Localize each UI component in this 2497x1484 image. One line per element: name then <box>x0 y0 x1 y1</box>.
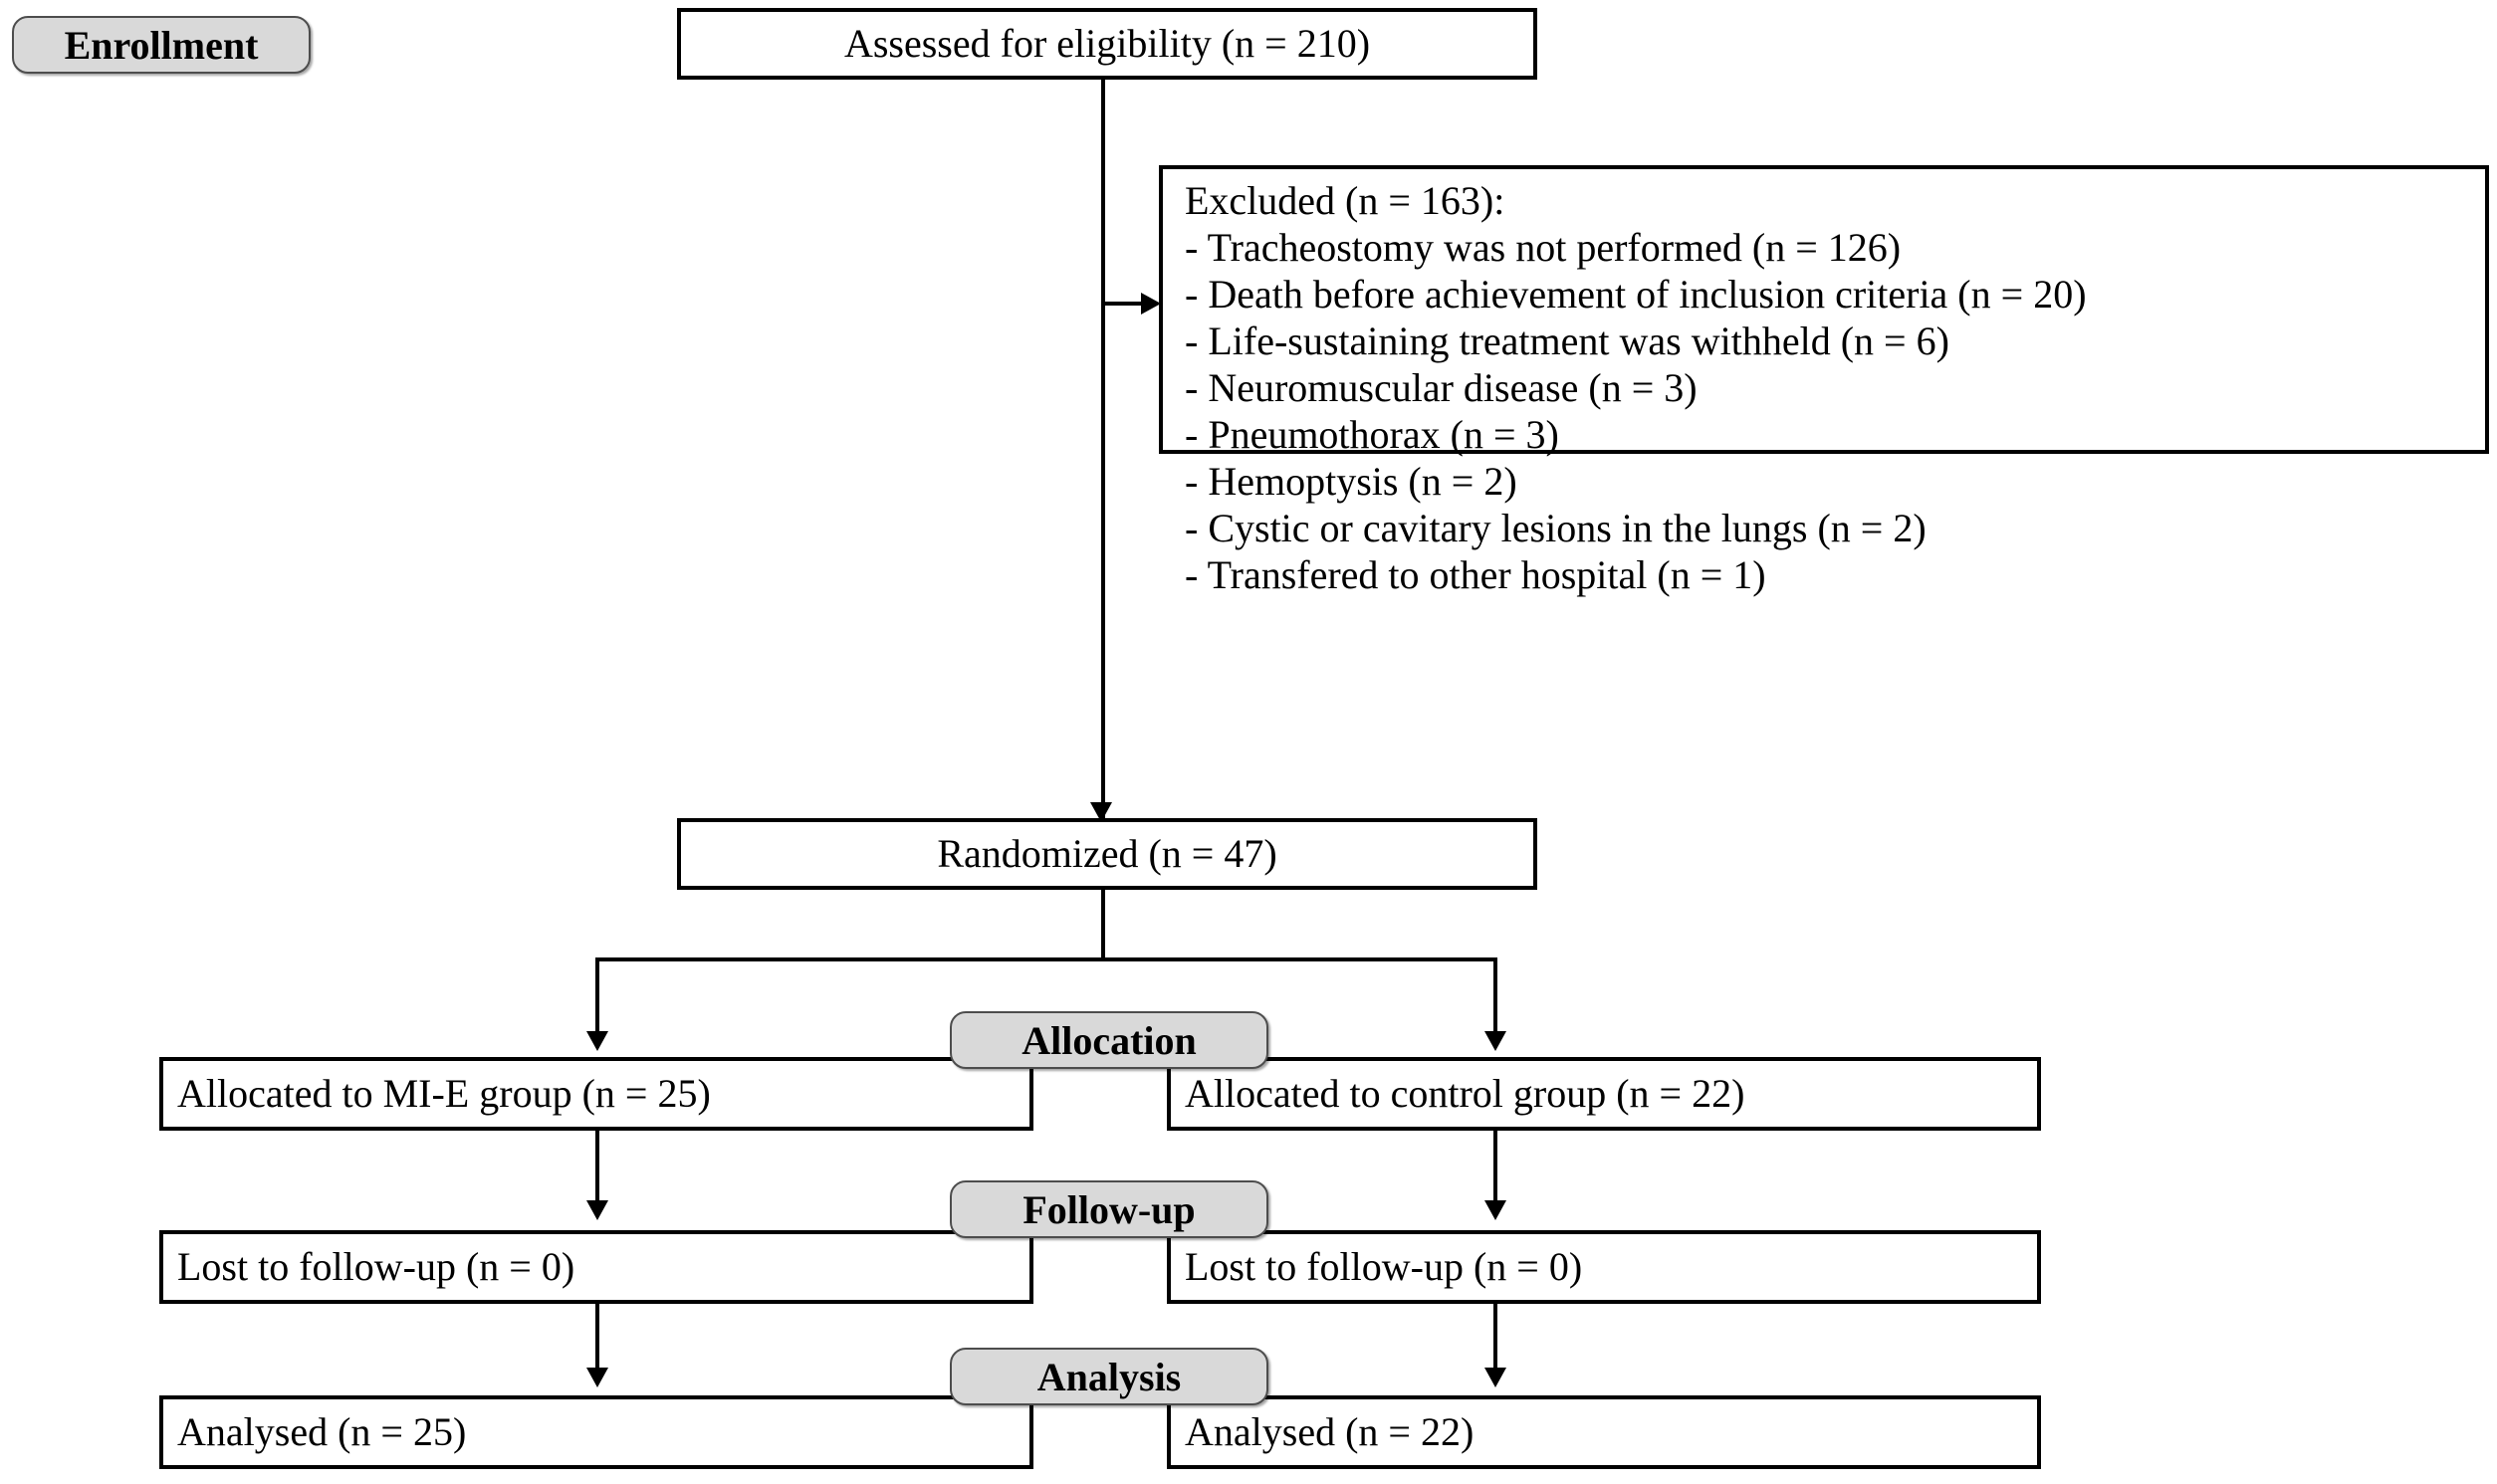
node-analysed-control-text: Analysed (n = 22) <box>1185 1409 1475 1454</box>
arrowhead-to-lost-left <box>586 1200 608 1220</box>
node-randomized-text: Randomized (n = 47) <box>937 831 1277 876</box>
node-analysed-mie-text: Analysed (n = 25) <box>177 1409 467 1454</box>
connector-split-right-drop <box>1493 957 1497 1039</box>
connector-split-left-drop <box>595 957 599 1039</box>
arrowhead-to-analysed-right <box>1484 1368 1506 1387</box>
stage-label-allocation: Allocation <box>950 1011 1268 1069</box>
arrowhead-to-randomized <box>1090 802 1112 822</box>
node-assessed-for-eligibility: Assessed for eligibility (n = 210) <box>677 8 1537 80</box>
excluded-item: - Neuromuscular disease (n = 3) <box>1185 365 1698 410</box>
node-randomized: Randomized (n = 47) <box>677 818 1537 890</box>
stage-label-follow-up-text: Follow-up <box>1022 1186 1196 1232</box>
connector-randomized-stem <box>1101 890 1105 961</box>
arrowhead-to-alloc-left <box>586 1031 608 1051</box>
arrowhead-to-analysed-left <box>586 1368 608 1387</box>
stage-label-allocation-text: Allocation <box>1022 1017 1197 1063</box>
excluded-item: - Tracheostomy was not performed (n = 12… <box>1185 225 1902 270</box>
node-lost-mie-text: Lost to follow-up (n = 0) <box>177 1244 575 1289</box>
node-lost-mie: Lost to follow-up (n = 0) <box>159 1230 1033 1304</box>
stage-label-enrollment: Enrollment <box>12 16 311 74</box>
excluded-item: - Hemoptysis (n = 2) <box>1185 459 1517 504</box>
excluded-item: - Cystic or cavitary lesions in the lung… <box>1185 506 1927 550</box>
excluded-item: - Death before achievement of inclusion … <box>1185 272 2087 317</box>
connector-to-excluded <box>1101 302 1153 306</box>
connector-assessed-to-randomized <box>1101 80 1105 818</box>
connector-lost-to-analysed-left <box>595 1304 599 1376</box>
node-lost-control-text: Lost to follow-up (n = 0) <box>1185 1244 1583 1289</box>
connector-randomized-split-bar <box>595 957 1497 961</box>
node-allocated-mie-text: Allocated to MI-E group (n = 25) <box>177 1071 711 1116</box>
arrowhead-to-alloc-right <box>1484 1031 1506 1051</box>
node-allocated-control: Allocated to control group (n = 22) <box>1167 1057 2041 1131</box>
node-allocated-control-text: Allocated to control group (n = 22) <box>1185 1071 1745 1116</box>
node-analysed-mie: Analysed (n = 25) <box>159 1395 1033 1469</box>
stage-label-analysis: Analysis <box>950 1348 1268 1405</box>
node-excluded: Excluded (n = 163): - Tracheostomy was n… <box>1159 165 2489 595</box>
node-lost-control: Lost to follow-up (n = 0) <box>1167 1230 2041 1304</box>
node-allocated-mie: Allocated to MI-E group (n = 25) <box>159 1057 1033 1131</box>
excluded-heading: Excluded (n = 163): <box>1185 178 1505 223</box>
node-assessed-for-eligibility-text: Assessed for eligibility (n = 210) <box>843 21 1371 66</box>
stage-label-analysis-text: Analysis <box>1036 1354 1182 1399</box>
excluded-item: - Life-sustaining treatment was withheld… <box>1185 318 1949 363</box>
excluded-item: - Pneumothorax (n = 3) <box>1185 412 1559 457</box>
node-analysed-control: Analysed (n = 22) <box>1167 1395 2041 1469</box>
arrowhead-to-excluded <box>1141 293 1161 315</box>
stage-label-enrollment-text: Enrollment <box>64 22 259 68</box>
arrowhead-to-lost-right <box>1484 1200 1506 1220</box>
connector-alloc-to-lost-right <box>1493 1131 1497 1208</box>
excluded-item: - Transfered to other hospital (n = 1) <box>1185 552 1766 597</box>
connector-alloc-to-lost-left <box>595 1131 599 1208</box>
stage-label-follow-up: Follow-up <box>950 1180 1268 1238</box>
connector-lost-to-analysed-right <box>1493 1304 1497 1376</box>
